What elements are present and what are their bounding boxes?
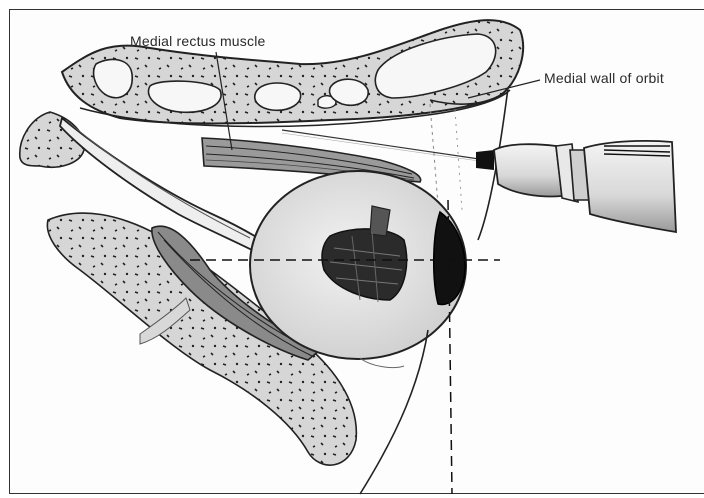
medial-rectus-label: Medial rectus muscle (130, 33, 266, 49)
medial-wall-label: Medial wall of orbit (544, 70, 664, 86)
eyeball (250, 171, 466, 359)
cornea (434, 212, 465, 304)
syringe (494, 141, 676, 232)
